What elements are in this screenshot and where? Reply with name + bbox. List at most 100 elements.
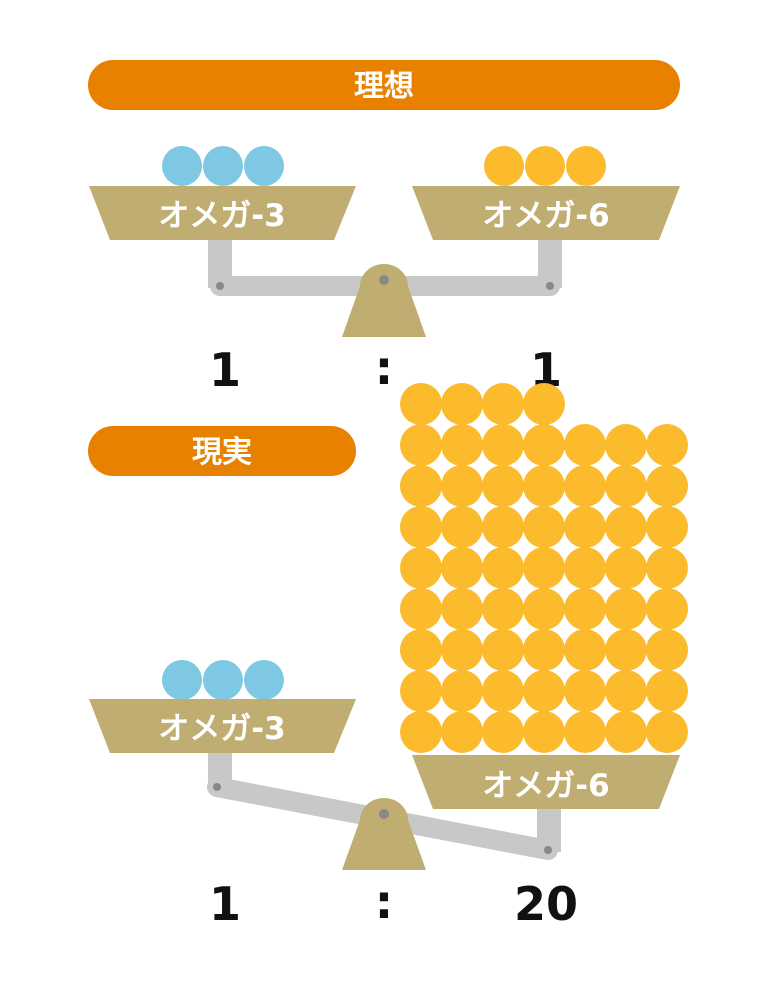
omega6-ball — [441, 629, 483, 671]
omega6-ball — [646, 506, 688, 548]
reality-right-tray: オメガ-6 — [400, 383, 688, 809]
omega6-ball — [605, 547, 647, 589]
omega6-ball — [441, 588, 483, 630]
omega6-ball — [400, 629, 442, 671]
reality-title: 現実 — [192, 435, 252, 470]
omega6-ball — [400, 465, 442, 507]
omega3-ball — [203, 660, 243, 700]
omega3-ball — [244, 660, 284, 700]
omega6-ball — [441, 465, 483, 507]
omega6-ball — [523, 465, 565, 507]
omega6-ball — [400, 547, 442, 589]
omega6-ball — [646, 465, 688, 507]
omega6-ball — [441, 424, 483, 466]
ideal-omega3-balls — [162, 146, 284, 186]
omega6-ball — [523, 424, 565, 466]
reality-left-tray-label: オメガ-3 — [158, 711, 285, 747]
omega6-ball — [523, 711, 565, 753]
omega6-ball — [482, 629, 524, 671]
omega3-ball — [244, 146, 284, 186]
omega6-ball — [441, 670, 483, 712]
omega6-ball — [605, 424, 647, 466]
omega6-ball — [482, 383, 524, 425]
ideal-fulcrum-pin — [379, 275, 389, 285]
omega6-ball — [605, 465, 647, 507]
reality-section: 現実 オメガ-3 オメガ-6 — [88, 383, 688, 931]
ideal-right-tray: オメガ-6 — [412, 146, 680, 240]
ideal-banner — [88, 60, 680, 110]
reality-ratio-left: 1 — [209, 877, 241, 931]
ideal-left-tray: オメガ-3 — [89, 146, 356, 240]
omega6-ball — [482, 711, 524, 753]
omega6-ball — [482, 588, 524, 630]
ideal-left-tray-body — [89, 186, 356, 240]
ideal-omega6-balls — [484, 146, 606, 186]
reality-left-tray: オメガ-3 — [89, 660, 356, 753]
omega6-ball — [441, 383, 483, 425]
omega6-ball — [646, 424, 688, 466]
omega6-ball — [605, 711, 647, 753]
reality-omega6-balls — [400, 383, 688, 753]
ideal-title: 理想 — [354, 69, 414, 104]
omega6-ball — [441, 506, 483, 548]
omega6-ball — [605, 588, 647, 630]
omega6-ball — [400, 670, 442, 712]
reality-ratio-right: 20 — [514, 877, 578, 931]
omega6-ball — [523, 629, 565, 671]
omega3-ball — [203, 146, 243, 186]
omega6-ball — [482, 506, 524, 548]
omega6-ball — [646, 629, 688, 671]
ideal-left-pin — [216, 282, 224, 290]
ideal-section: 理想 オメガ-3 — [88, 60, 680, 397]
omega6-ball — [564, 424, 606, 466]
omega6-ball — [564, 711, 606, 753]
omega6-ball — [646, 588, 688, 630]
omega6-ball — [482, 465, 524, 507]
reality-omega3-balls — [162, 660, 284, 700]
reality-left-tray-body — [89, 699, 356, 753]
ideal-ratio-separator: : — [375, 341, 393, 395]
reality-ratio: 1 : 20 — [209, 875, 578, 931]
omega6-ball — [646, 711, 688, 753]
reality-fulcrum-pin — [379, 809, 389, 819]
omega6-ball — [646, 670, 688, 712]
omega6-ball — [564, 465, 606, 507]
ideal-right-pin — [546, 282, 554, 290]
omega6-ball — [564, 506, 606, 548]
ideal-ratio-left: 1 — [209, 343, 241, 397]
omega6-ball — [605, 506, 647, 548]
omega3-ball — [162, 146, 202, 186]
omega6-ball — [400, 711, 442, 753]
reality-balance — [207, 752, 561, 870]
omega6-ball — [605, 629, 647, 671]
omega6-ball — [400, 506, 442, 548]
omega6-ball — [523, 588, 565, 630]
omega6-ball — [523, 547, 565, 589]
omega6-ball — [523, 383, 565, 425]
omega6-ball — [484, 146, 524, 186]
reality-right-pin — [544, 846, 552, 854]
omega6-ball — [482, 424, 524, 466]
omega6-ball — [441, 547, 483, 589]
reality-right-tray-label: オメガ-6 — [482, 768, 609, 804]
omega6-ball — [564, 547, 606, 589]
omega6-ball — [400, 424, 442, 466]
omega6-ball — [605, 670, 647, 712]
omega6-ball — [646, 547, 688, 589]
omega6-ball — [566, 146, 606, 186]
ideal-left-tray-label: オメガ-3 — [158, 198, 285, 234]
omega6-ball — [525, 146, 565, 186]
ideal-right-tray-body — [412, 186, 680, 240]
reality-ratio-separator: : — [375, 875, 393, 929]
omega6-ball — [400, 383, 442, 425]
omega6-ball — [482, 547, 524, 589]
omega6-ball — [564, 670, 606, 712]
reality-left-pin — [213, 783, 221, 791]
omega6-ball — [441, 711, 483, 753]
ideal-balance — [208, 238, 562, 337]
ideal-fulcrum — [342, 264, 426, 337]
omega6-ball — [564, 588, 606, 630]
omega3-ball — [162, 660, 202, 700]
reality-banner — [88, 426, 356, 476]
omega6-ball — [523, 506, 565, 548]
